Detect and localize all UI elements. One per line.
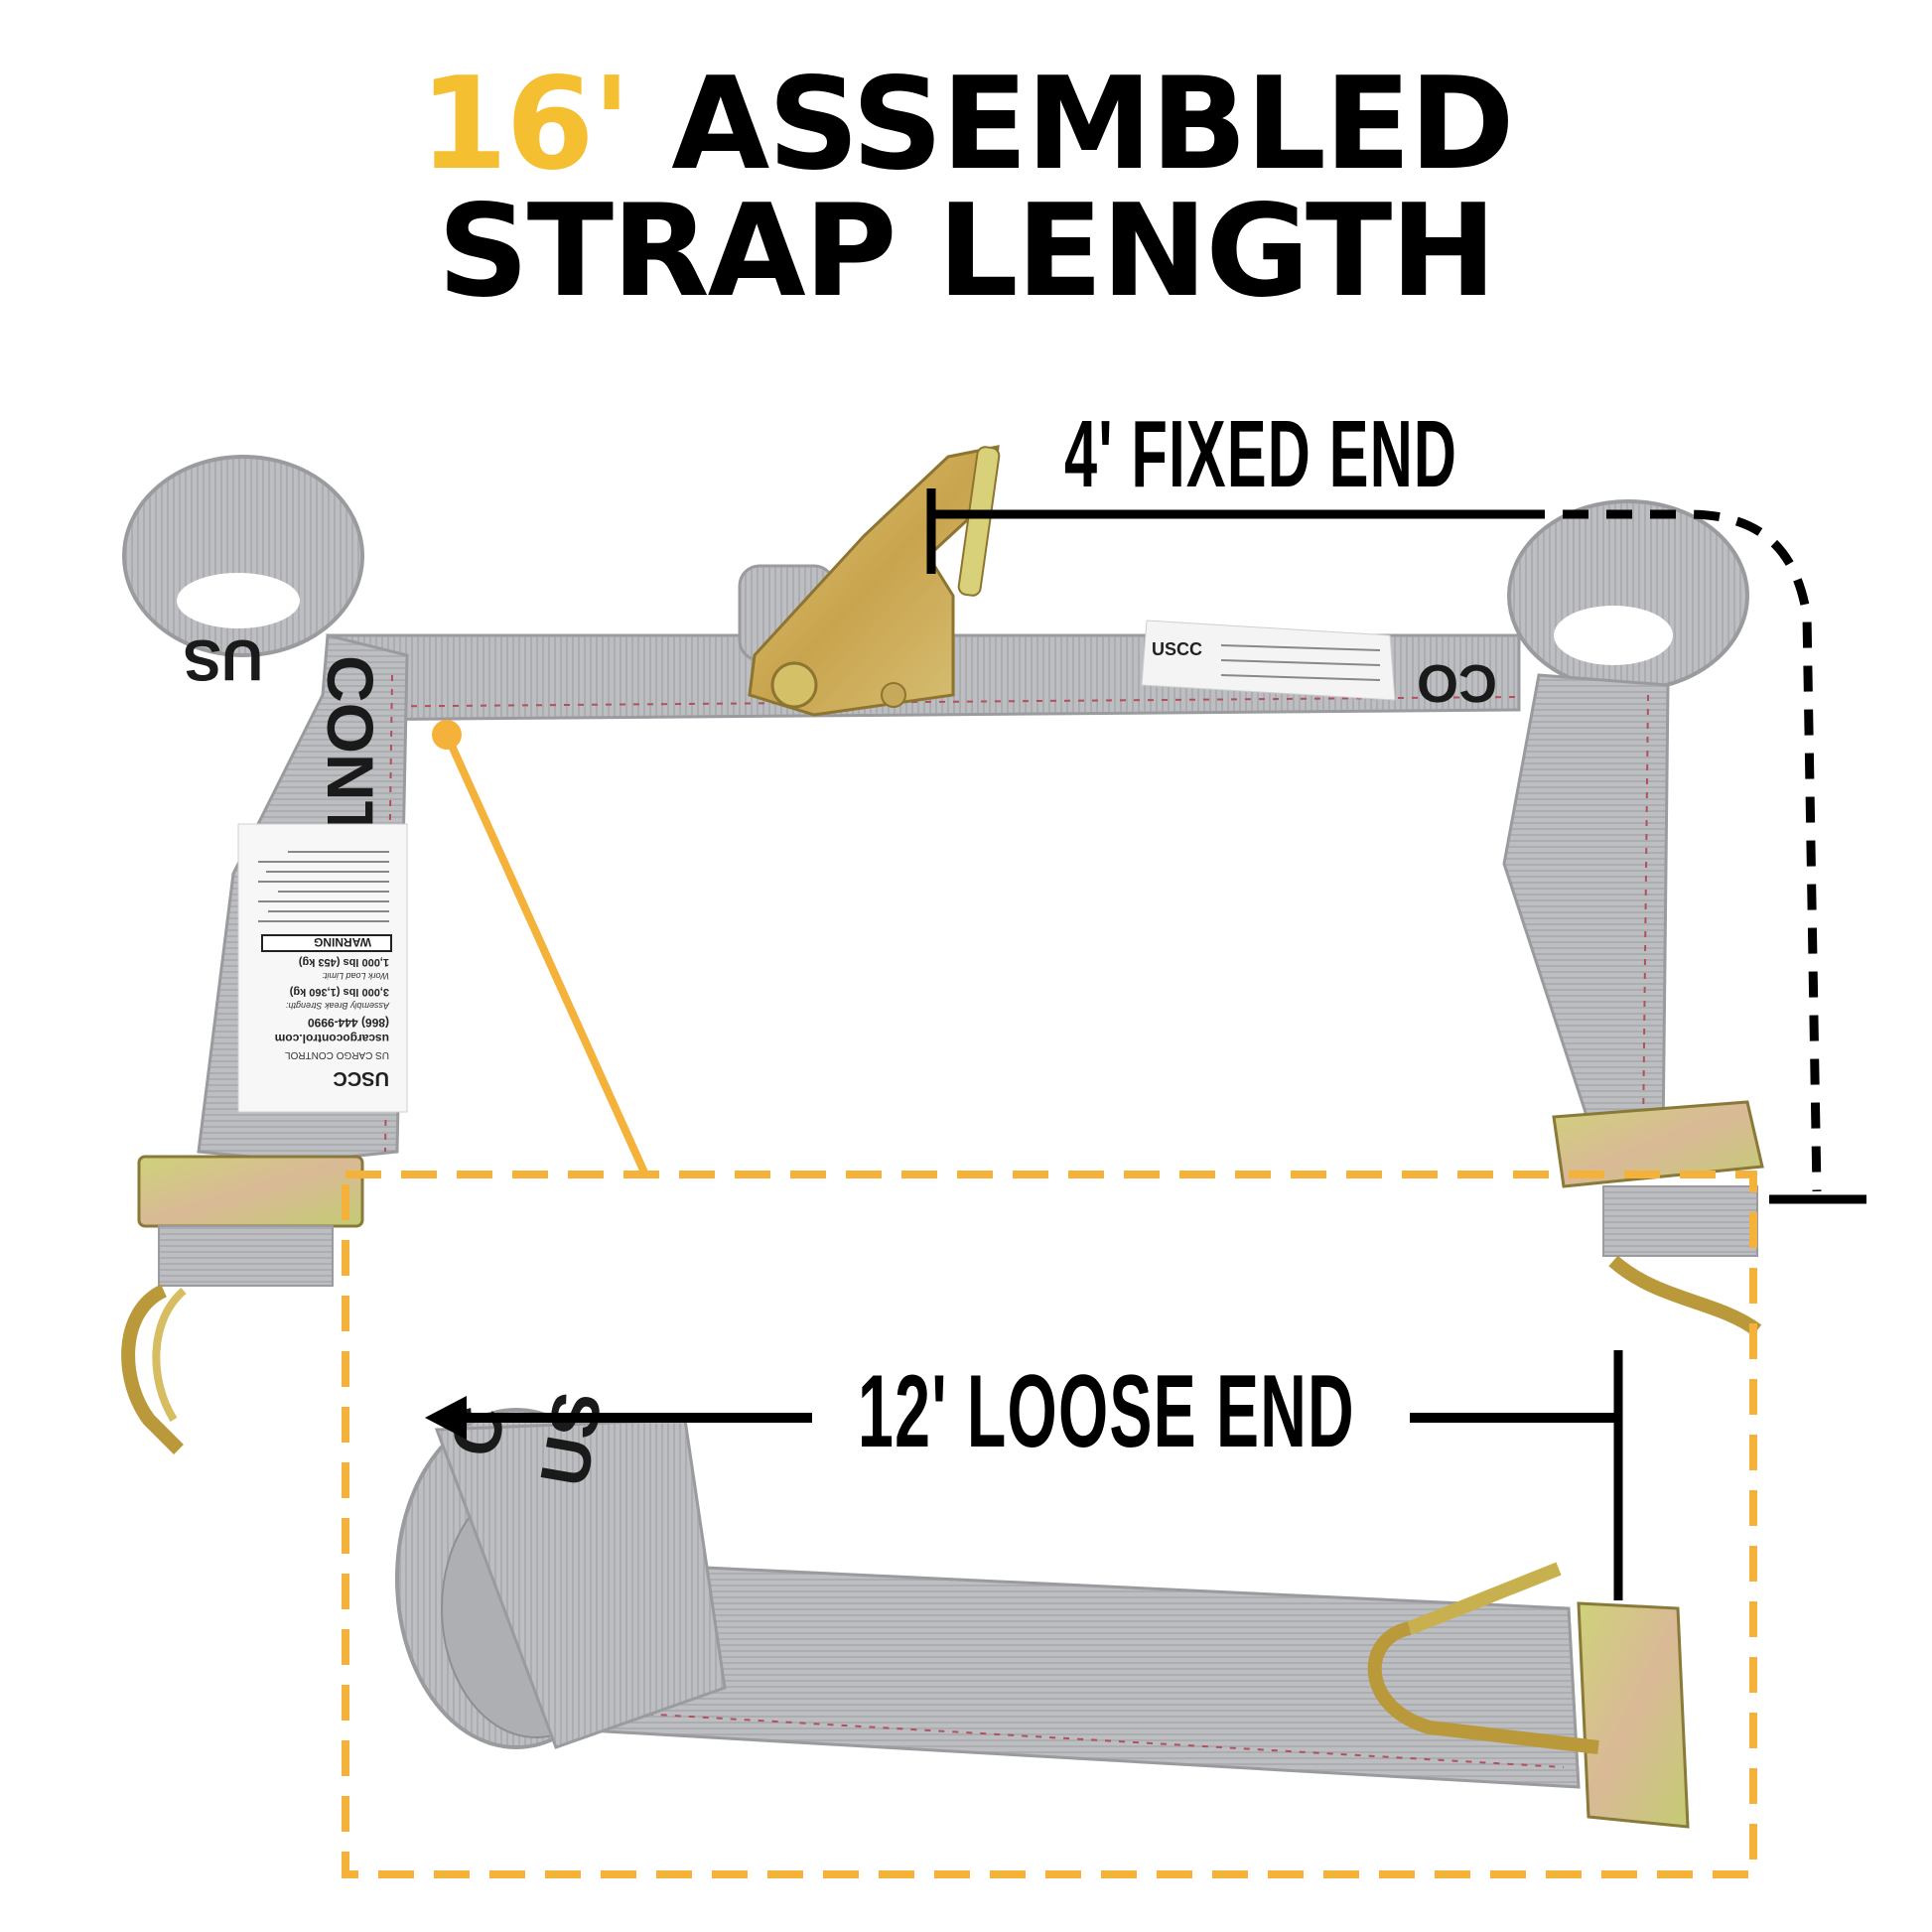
strap-print-us: US — [183, 627, 263, 692]
left-strap-loop: US — [122, 455, 364, 692]
strap-print-coil-us: US — [526, 1386, 617, 1491]
loose-end-dimension — [425, 1350, 1623, 1600]
loose-end-highlight-box — [342, 1171, 1757, 1878]
tag-break-label: Assembly Break Strength: — [285, 1001, 390, 1011]
strap-print-co: CO — [1417, 653, 1497, 713]
tag-wll-value: 1,000 lbs (453 kg) — [299, 956, 389, 968]
tag-brand-logo: USCC — [333, 1067, 389, 1089]
loose-end-label: 12' LOOSE END — [858, 1354, 1355, 1469]
tag-break-value: 3,000 lbs (1,360 kg) — [289, 986, 389, 998]
left-e-track-fitting — [121, 1155, 364, 1454]
upper-warning-tag: USCC CO — [1141, 620, 1497, 713]
coiled-loose-end: US C — [395, 1386, 1581, 1789]
strap-print-cont: CONT — [314, 655, 387, 841]
tag-phone: (866) 444-9990 — [308, 1016, 389, 1030]
loose-end-e-track-fitting — [1367, 1562, 1690, 1829]
headline-length-accent: 16' — [419, 51, 630, 199]
fixed-end-dimension — [926, 488, 1866, 1204]
fixed-end-label: 4' FIXED END — [1064, 401, 1458, 507]
loose-end-leader — [432, 720, 649, 1176]
headline-assembled: ASSEMBLED — [671, 51, 1514, 199]
tag-warning-label: WARNING — [314, 935, 371, 949]
left-warning-tag: USCC US CARGO CONTROL uscargocontrol.com… — [237, 823, 408, 1113]
svg-text:USCC: USCC — [1152, 639, 1202, 659]
right-strap-loop — [1502, 499, 1749, 1144]
tag-wll-label: Work Load Limit: — [322, 971, 389, 981]
tag-website: uscargocontrol.com — [275, 1032, 389, 1045]
right-e-track-fitting — [1552, 1100, 1764, 1336]
headline-line-2: STRAP LENGTH — [437, 178, 1497, 326]
tag-brand-name: US CARGO CONTROL — [285, 1049, 389, 1060]
headline-line-1: 16' ASSEMBLED — [0, 62, 1932, 189]
